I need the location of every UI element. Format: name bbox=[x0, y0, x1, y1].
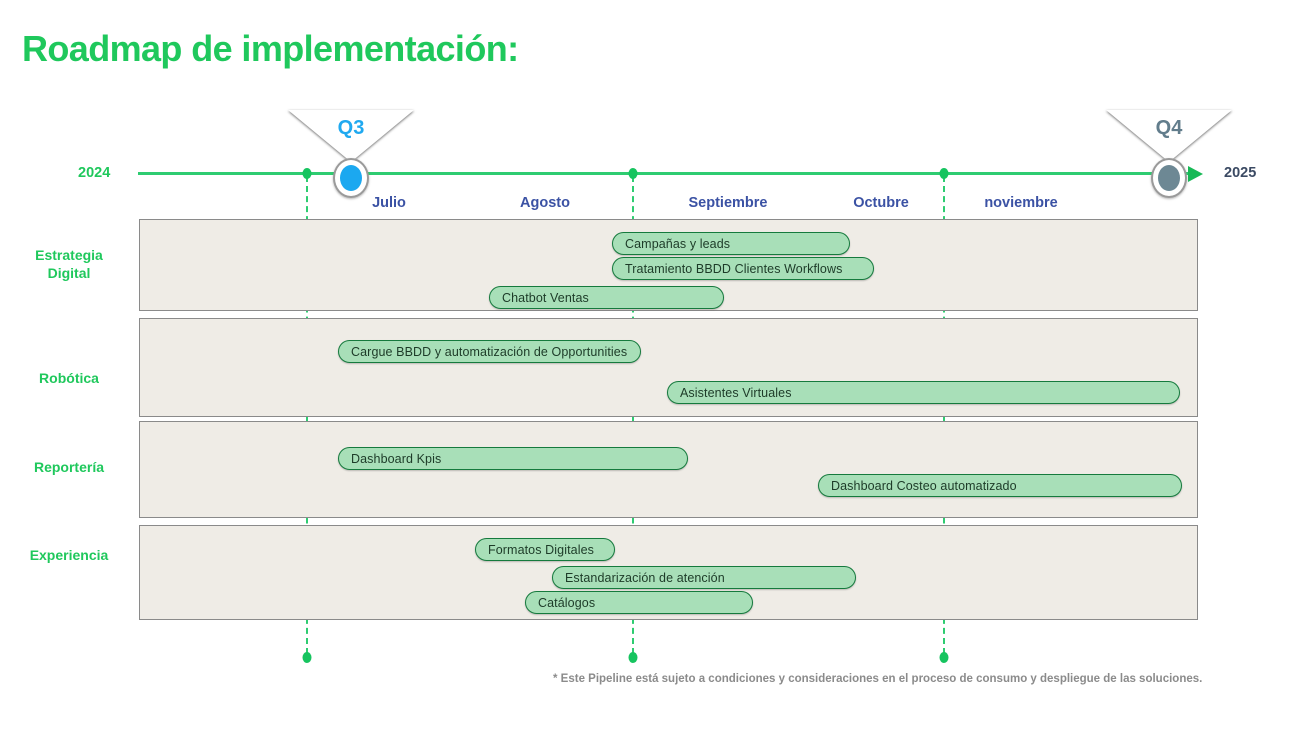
task-bar-label: Dashboard Kpis bbox=[351, 451, 442, 466]
quarter-marker-q3-dot bbox=[340, 165, 362, 191]
quarter-marker-q3-ring bbox=[333, 158, 369, 198]
quarter-marker-q4-dot bbox=[1158, 165, 1180, 191]
lane-label-2: Reportería bbox=[4, 458, 134, 476]
page-title: Roadmap de implementación: bbox=[22, 28, 519, 69]
lane-label-line1: Robótica bbox=[39, 370, 99, 386]
triangle-down-icon bbox=[288, 110, 414, 162]
task-bar-label: Catálogos bbox=[538, 595, 596, 610]
month-label-julio: Julio bbox=[372, 195, 406, 211]
guide-dot-bottom-2 bbox=[939, 652, 949, 663]
task-bar[interactable]: Estandarización de atención bbox=[552, 566, 856, 589]
timeline-arrow-icon bbox=[1188, 166, 1203, 182]
quarter-marker-q4-label: Q4 bbox=[1155, 117, 1183, 139]
month-label-octubre: Octubre bbox=[853, 195, 909, 211]
task-bar-label: Asistentes Virtuales bbox=[680, 385, 792, 400]
timeline-axis-line bbox=[138, 172, 1196, 175]
task-bar[interactable]: Asistentes Virtuales bbox=[667, 381, 1180, 404]
quarter-marker-q4-ring bbox=[1151, 158, 1187, 198]
lane-label-line1: Experiencia bbox=[29, 547, 109, 563]
lane-label-3: Experiencia bbox=[4, 546, 134, 564]
task-bar-label: Campañas y leads bbox=[625, 236, 731, 251]
timeline-end-year: 2025 bbox=[1224, 165, 1257, 181]
month-label-noviembre: noviembre bbox=[984, 195, 1058, 211]
task-bar[interactable]: Dashboard Kpis bbox=[338, 447, 688, 470]
lane-label-line1: Reportería bbox=[33, 459, 105, 475]
task-bar-label: Chatbot Ventas bbox=[502, 290, 589, 305]
month-label-septiembre: Septiembre bbox=[688, 195, 768, 211]
guide-dot-top-2 bbox=[939, 168, 949, 179]
triangle-down-icon bbox=[1106, 110, 1232, 162]
task-bar[interactable]: Campañas y leads bbox=[612, 232, 850, 255]
quarter-marker-q3-label: Q3 bbox=[337, 117, 365, 139]
task-bar[interactable]: Dashboard Costeo automatizado bbox=[818, 474, 1182, 497]
task-bar[interactable]: Chatbot Ventas bbox=[489, 286, 724, 309]
guide-dot-bottom-0 bbox=[302, 652, 312, 663]
lane-label-1: Robótica bbox=[4, 369, 134, 387]
task-bar[interactable]: Catálogos bbox=[525, 591, 753, 614]
lane-label-line1: Estrategia bbox=[35, 247, 103, 263]
task-bar[interactable]: Cargue BBDD y automatización de Opportun… bbox=[338, 340, 641, 363]
task-bar-label: Dashboard Costeo automatizado bbox=[831, 478, 1017, 493]
task-bar[interactable]: Formatos Digitales bbox=[475, 538, 615, 561]
task-bar-label: Tratamiento BBDD Clientes Workflows bbox=[625, 261, 843, 276]
guide-dot-top-0 bbox=[302, 168, 312, 179]
lane-label-line2: Digital bbox=[47, 265, 91, 281]
timeline-start-year: 2024 bbox=[78, 165, 111, 181]
guide-dot-bottom-1 bbox=[628, 652, 638, 663]
task-bar[interactable]: Tratamiento BBDD Clientes Workflows bbox=[612, 257, 874, 280]
footnote: * Este Pipeline está sujeto a condicione… bbox=[553, 673, 1203, 685]
task-bar-label: Formatos Digitales bbox=[488, 542, 594, 557]
task-bar-label: Estandarización de atención bbox=[565, 570, 725, 585]
task-bar-label: Cargue BBDD y automatización de Opportun… bbox=[351, 344, 628, 359]
guide-dot-top-1 bbox=[628, 168, 638, 179]
month-label-agosto: Agosto bbox=[520, 195, 570, 211]
